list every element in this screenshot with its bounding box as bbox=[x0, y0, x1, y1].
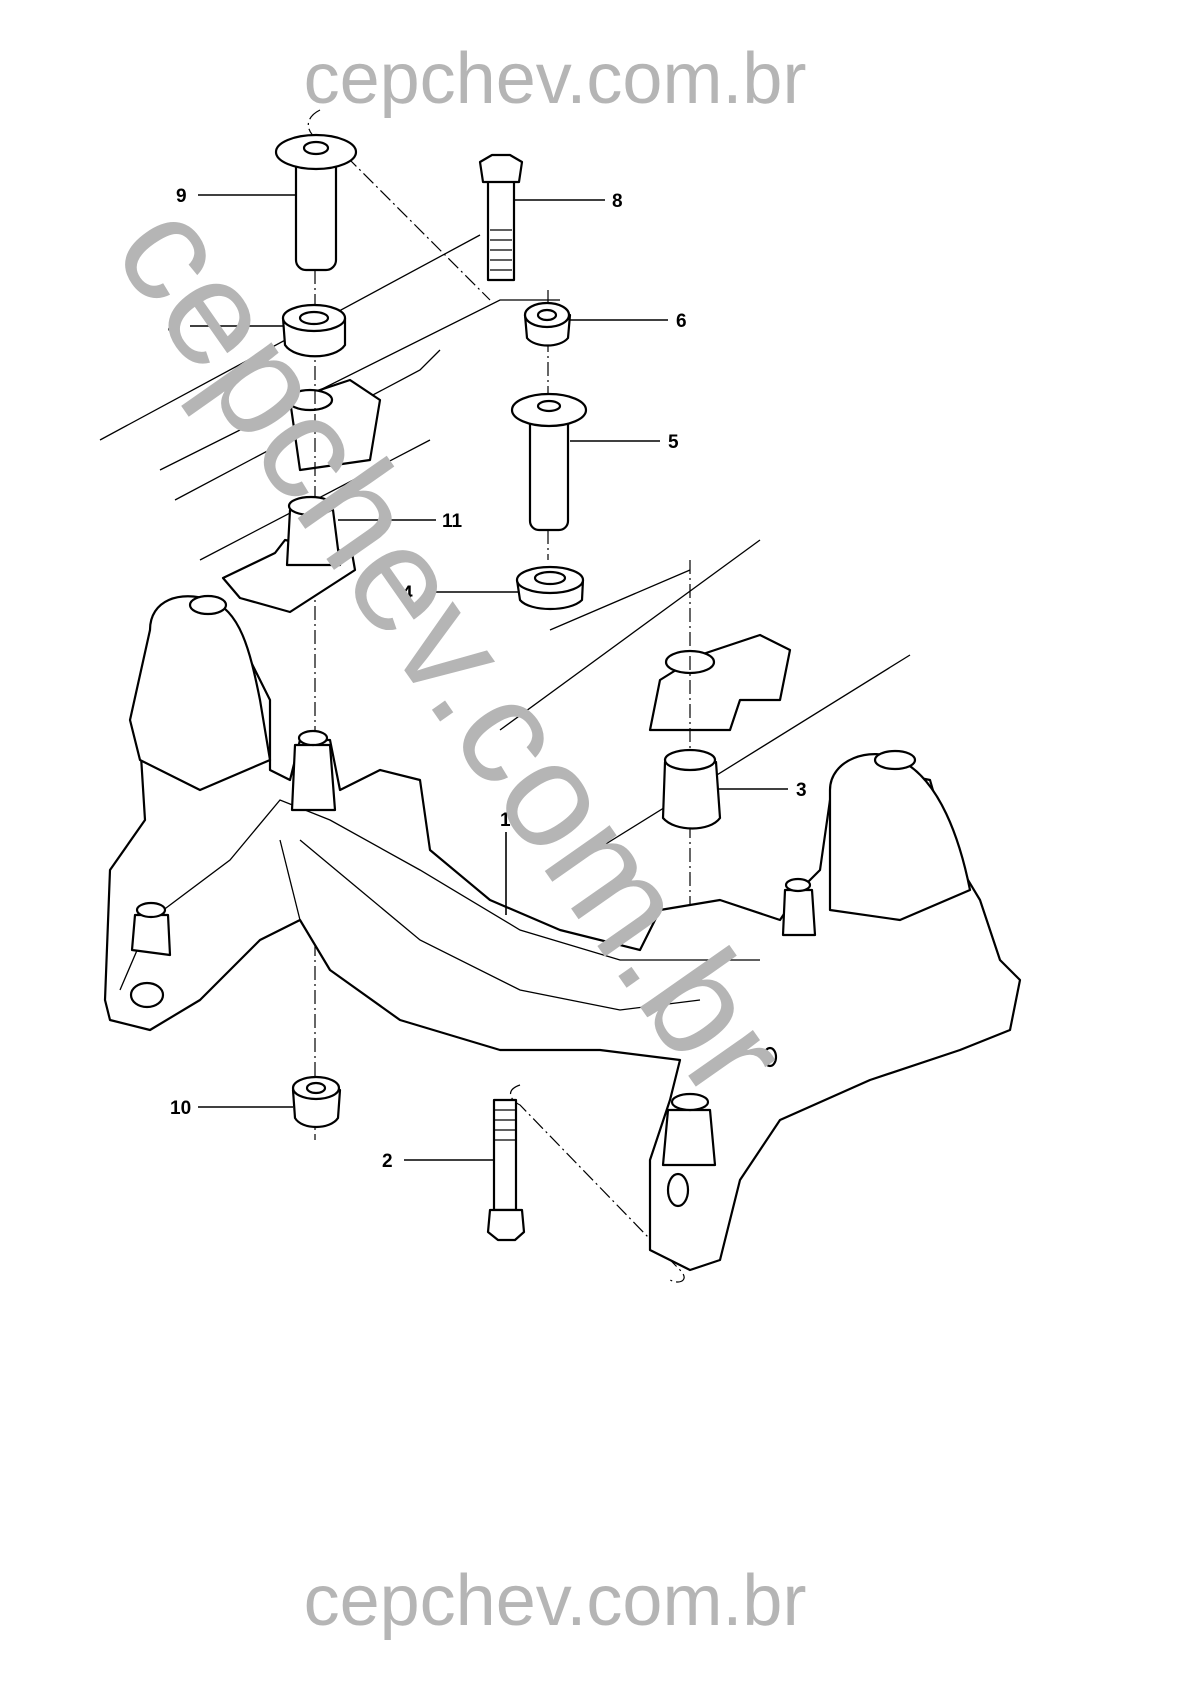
watermark-top: cepchev.com.br bbox=[304, 39, 807, 119]
callout-8: 8 bbox=[612, 191, 623, 212]
bushing-part-4-upper bbox=[281, 303, 347, 358]
callout-3: 3 bbox=[796, 780, 807, 801]
sleeve-part-5 bbox=[510, 392, 588, 532]
body-rail-right bbox=[499, 539, 911, 861]
watermark-bottom: cepchev.com.br bbox=[304, 1561, 807, 1641]
callout-9: 9 bbox=[176, 186, 187, 207]
crossmember bbox=[103, 594, 1022, 1272]
body-rail-left bbox=[99, 234, 560, 561]
callout-6: 6 bbox=[676, 311, 687, 332]
bushing-part-3 bbox=[661, 748, 722, 830]
nut-part-10 bbox=[291, 1075, 342, 1129]
mount-pad-part-11 bbox=[221, 495, 357, 614]
callout-4-upper: 4 bbox=[168, 317, 179, 338]
bolt-part-8 bbox=[478, 153, 524, 282]
nut-part-6 bbox=[523, 301, 572, 347]
sleeve-part-9 bbox=[274, 133, 358, 272]
callout-1: 1 bbox=[500, 810, 511, 831]
callout-10: 10 bbox=[170, 1098, 191, 1119]
bolt-part-2 bbox=[486, 1098, 526, 1242]
callout-5: 5 bbox=[668, 432, 679, 453]
callout-2: 2 bbox=[382, 1151, 393, 1172]
callout-11: 11 bbox=[442, 511, 463, 532]
callout-4-lower: 4 bbox=[402, 583, 413, 604]
alignment-line-upper bbox=[307, 109, 491, 301]
bushing-part-4-lower bbox=[515, 565, 585, 610]
alignment-line-lower bbox=[510, 1084, 685, 1283]
leader-lines bbox=[190, 194, 788, 1161]
